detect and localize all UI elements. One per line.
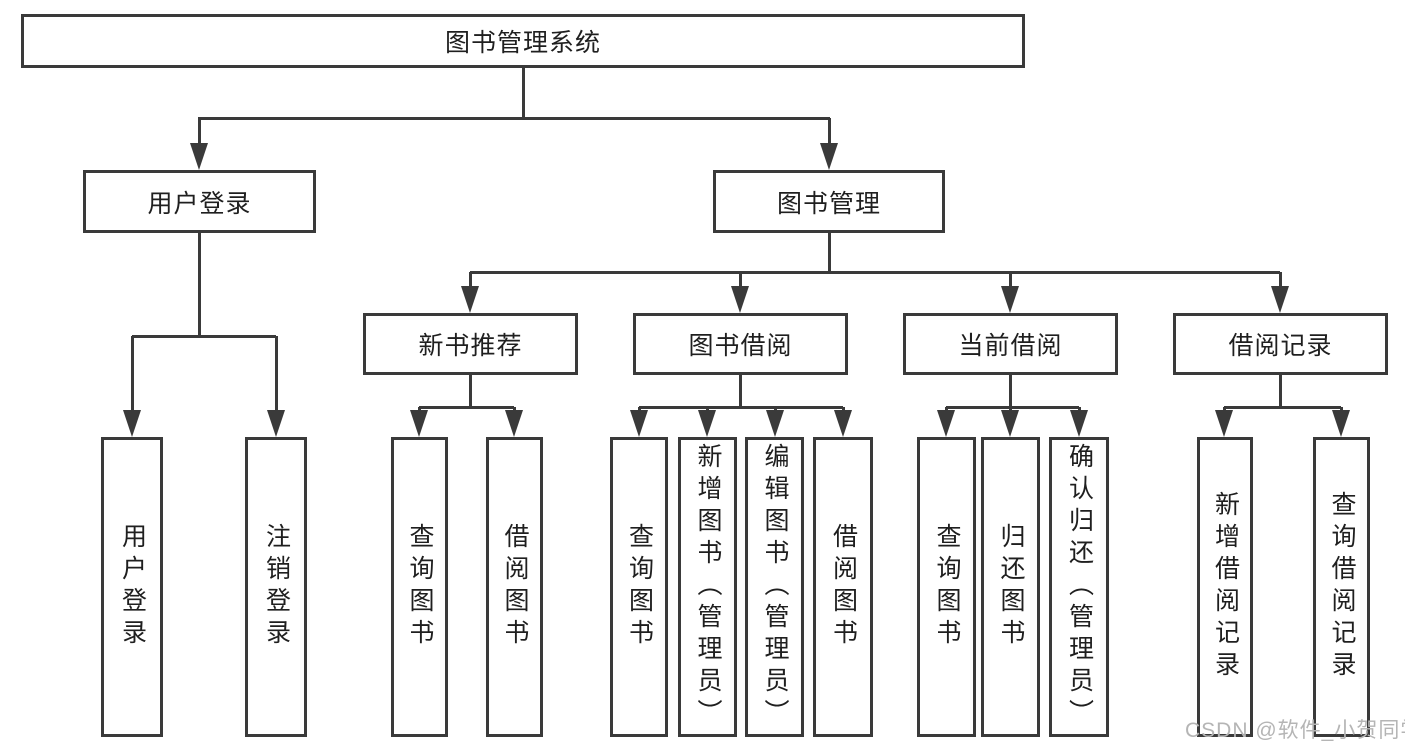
node-book-management: 图书管理 xyxy=(713,170,945,233)
arrowhead-icon xyxy=(410,410,428,437)
connector-line xyxy=(1008,272,1012,290)
leaf-confirm-return-admin: 确认归还（管理员） xyxy=(1049,437,1109,737)
arrowhead-icon xyxy=(630,410,648,437)
leaf-logout-label: 注销登录 xyxy=(262,523,291,651)
arrowhead-icon xyxy=(505,410,523,437)
arrowhead-icon xyxy=(1001,410,1019,437)
leaf-query-borrow-record-label: 查询借阅记录 xyxy=(1328,491,1356,683)
arrowhead-icon xyxy=(766,410,784,437)
leaf-query-books-3: 查询图书 xyxy=(917,437,976,737)
leaf-borrow-books-2: 借阅图书 xyxy=(813,437,873,737)
leaf-add-borrow-record: 新增借阅记录 xyxy=(1197,437,1253,737)
leaf-edit-book-admin: 编辑图书（管理员） xyxy=(745,437,804,737)
node-book-management-label: 图书管理 xyxy=(776,189,881,218)
connector-line xyxy=(1224,405,1341,409)
node-root: 图书管理系统 xyxy=(21,14,1025,68)
arrowhead-icon xyxy=(190,143,208,170)
leaf-borrow-books-1: 借阅图书 xyxy=(486,437,543,737)
arrowhead-icon xyxy=(123,410,141,437)
arrowhead-icon xyxy=(461,286,479,313)
connector-line xyxy=(198,116,830,120)
node-borrowing-records: 借阅记录 xyxy=(1173,313,1388,375)
leaf-borrow-books-2-label: 借阅图书 xyxy=(829,523,858,651)
connector-line xyxy=(132,334,276,338)
connector-line xyxy=(946,405,1079,409)
connector-line xyxy=(468,272,472,290)
leaf-query-books-1: 查询图书 xyxy=(391,437,448,737)
leaf-user-login-label: 用户登录 xyxy=(118,523,147,651)
leaf-confirm-return-admin-label: 确认归还（管理员） xyxy=(1065,443,1094,731)
connector-line xyxy=(738,375,742,407)
arrowhead-icon xyxy=(731,286,749,313)
connector-line xyxy=(197,233,201,336)
connector-line xyxy=(197,118,201,146)
leaf-borrow-books-1-label: 借阅图书 xyxy=(501,523,529,651)
node-current-borrowing-label: 当前借阅 xyxy=(958,332,1063,360)
csdn-watermark: CSDN @软件_小贺同学 xyxy=(1185,719,1405,742)
leaf-add-book-admin-label: 新增图书（管理员） xyxy=(694,443,722,731)
connector-line xyxy=(274,336,278,414)
arrowhead-icon xyxy=(1332,410,1350,437)
leaf-user-login: 用户登录 xyxy=(101,437,163,737)
arrowhead-icon xyxy=(698,410,716,437)
arrowhead-icon xyxy=(1215,410,1233,437)
connector-line xyxy=(419,405,514,409)
leaf-query-books-1-label: 查询图书 xyxy=(406,523,434,651)
leaf-add-book-admin: 新增图书（管理员） xyxy=(678,437,737,737)
arrowhead-icon xyxy=(937,410,955,437)
leaf-return-book: 归还图书 xyxy=(981,437,1040,737)
connector-line xyxy=(1278,375,1282,407)
connector-line xyxy=(1278,272,1282,290)
node-current-borrowing: 当前借阅 xyxy=(903,313,1118,375)
connector-line xyxy=(521,68,525,118)
connector-line xyxy=(1008,375,1012,407)
leaf-query-books-3-label: 查询图书 xyxy=(933,523,961,651)
arrowhead-icon xyxy=(1070,410,1088,437)
node-user-login: 用户登录 xyxy=(83,170,316,233)
connector-line xyxy=(738,272,742,290)
arrowhead-icon xyxy=(267,410,285,437)
leaf-edit-book-admin-label: 编辑图书（管理员） xyxy=(761,443,789,731)
connector-line xyxy=(130,336,134,414)
arrowhead-icon xyxy=(1271,286,1289,313)
arrowhead-icon xyxy=(1001,286,1019,313)
connector-line xyxy=(468,375,472,407)
node-new-book-recommend: 新书推荐 xyxy=(363,313,578,375)
leaf-return-book-label: 归还图书 xyxy=(997,523,1025,651)
connector-line xyxy=(827,118,831,146)
arrowhead-icon xyxy=(834,410,852,437)
leaf-query-books-2: 查询图书 xyxy=(610,437,668,737)
node-book-borrowing: 图书借阅 xyxy=(633,313,848,375)
node-book-borrowing-label: 图书借阅 xyxy=(688,332,793,360)
connector-line xyxy=(470,270,1280,274)
node-root-label: 图书管理系统 xyxy=(444,29,601,57)
leaf-query-borrow-record: 查询借阅记录 xyxy=(1313,437,1370,737)
leaf-logout: 注销登录 xyxy=(245,437,307,737)
node-user-login-label: 用户登录 xyxy=(147,189,252,218)
connector-line xyxy=(827,233,831,272)
arrowhead-icon xyxy=(820,143,838,170)
connector-line xyxy=(639,405,843,409)
leaf-query-books-2-label: 查询图书 xyxy=(625,523,654,651)
node-new-book-recommend-label: 新书推荐 xyxy=(418,332,523,360)
node-borrowing-records-label: 借阅记录 xyxy=(1228,332,1333,360)
leaf-add-borrow-record-label: 新增借阅记录 xyxy=(1211,491,1240,683)
